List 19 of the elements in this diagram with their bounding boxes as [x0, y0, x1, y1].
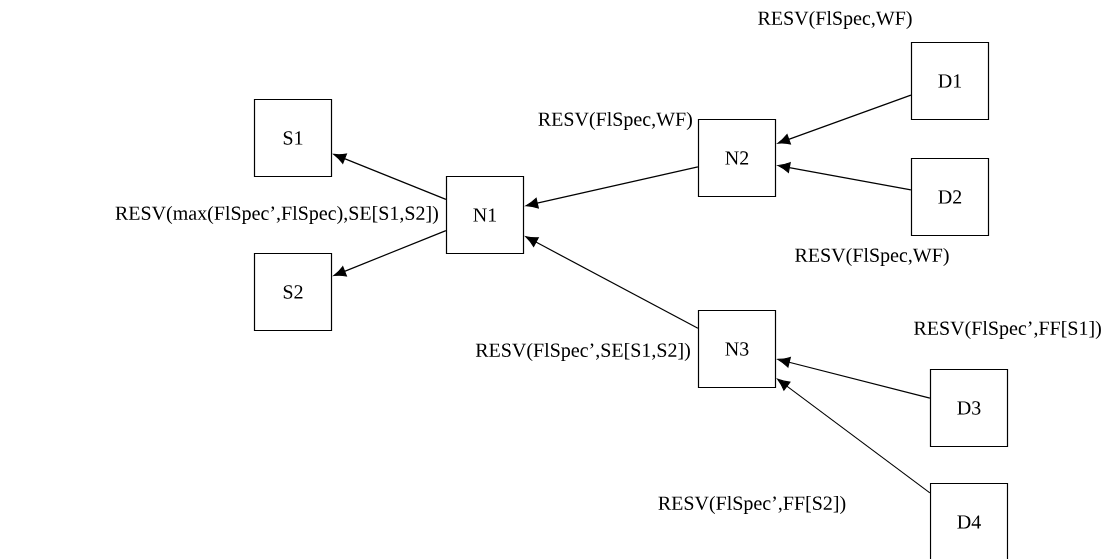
message-label: RESV(FlSpec’,FF[S2]) [658, 495, 846, 515]
node-box: N2 [697, 118, 777, 198]
node-box: N3 [697, 309, 777, 389]
message-label: RESV(max(FlSpec’,FlSpec),SE[S1,S2]) [115, 205, 438, 225]
arrow [777, 162, 912, 191]
node-box: D1 [910, 41, 990, 121]
arrow [777, 94, 912, 145]
node-box: N1 [445, 175, 525, 255]
arrow [525, 166, 699, 209]
node-box: D2 [910, 157, 990, 237]
node-box: D3 [929, 368, 1009, 448]
node-box: S2 [253, 252, 333, 332]
arrow [333, 230, 447, 277]
arrow [525, 236, 699, 329]
node-box: S1 [253, 98, 333, 178]
arrow [333, 153, 447, 200]
arrow [777, 356, 931, 399]
node-box: D4 [929, 482, 1009, 559]
arrow [777, 378, 931, 494]
